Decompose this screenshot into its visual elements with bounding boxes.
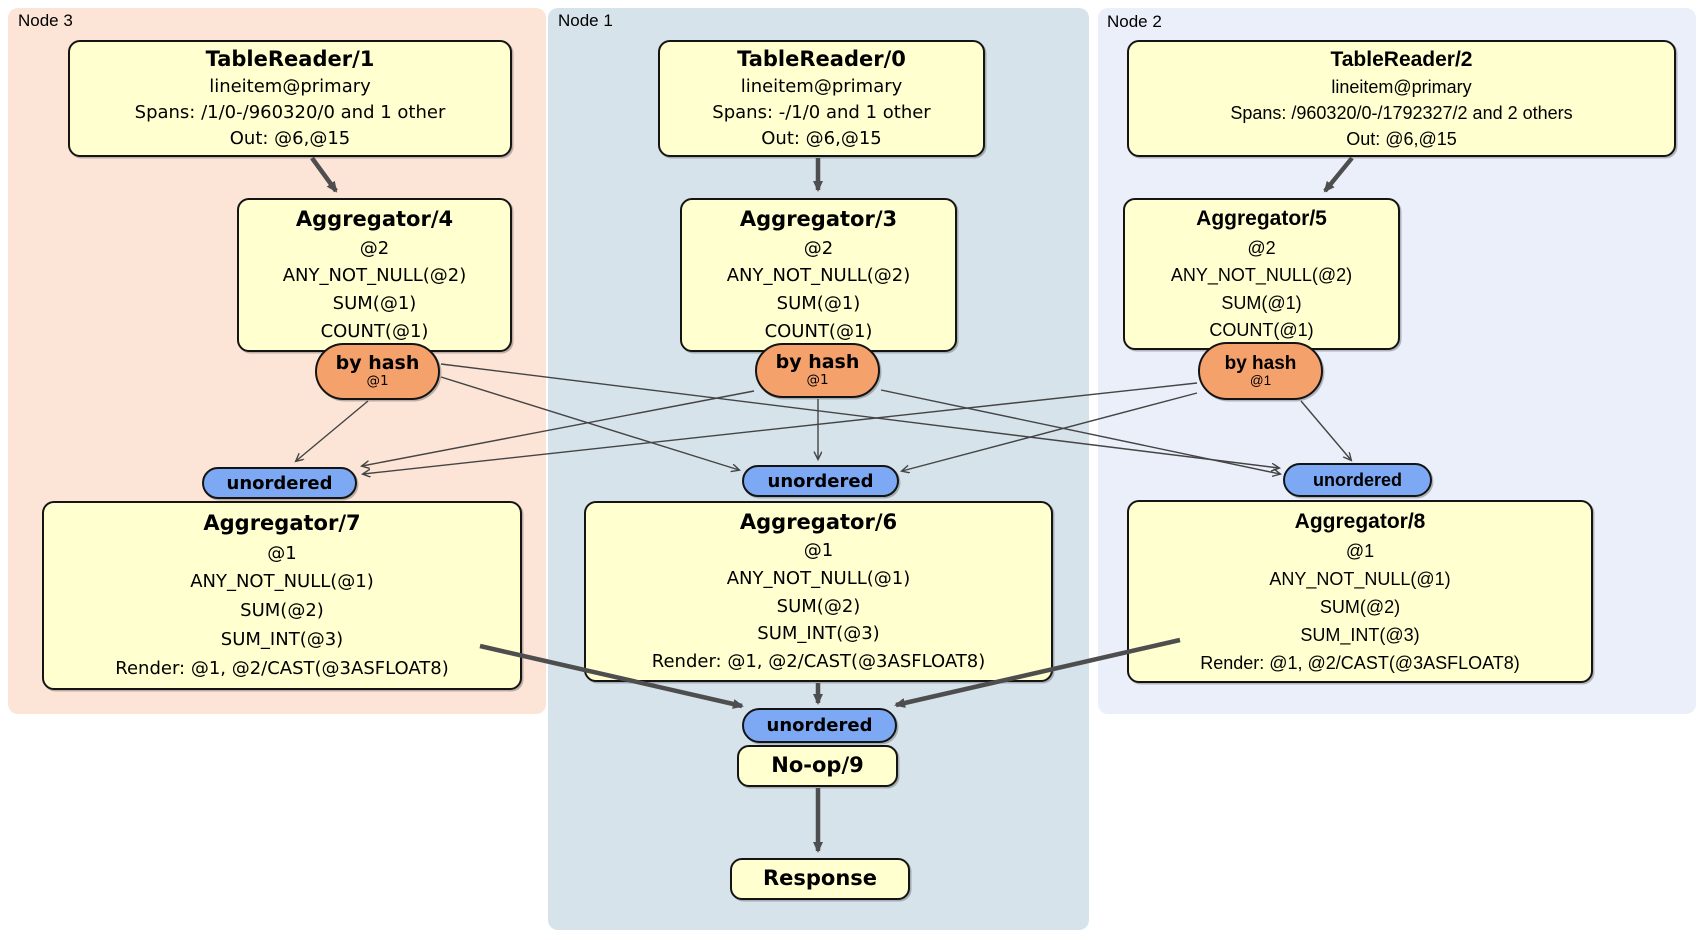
processor-row: SUM(@1) — [776, 293, 861, 315]
processor-box-noop-9: No-op/9 — [737, 745, 898, 787]
node3-label: Node 3 — [18, 11, 73, 30]
processor-title: Aggregator/8 — [1294, 509, 1426, 533]
router-label: by hash — [1224, 352, 1297, 374]
processor-title: Aggregator/7 — [203, 510, 361, 535]
processor-row: ANY_NOT_NULL(@2) — [726, 265, 911, 287]
processor-title: TableReader/1 — [205, 46, 375, 71]
processor-row: @1 — [1345, 540, 1375, 561]
processor-row: SUM(@2) — [1319, 596, 1401, 617]
processor-row: lineitem@primary — [740, 75, 903, 97]
processor-box-aggregator-4: Aggregator/4 @2 ANY_NOT_NULL(@2) SUM(@1)… — [237, 198, 512, 352]
router-label: by hash — [335, 352, 420, 375]
response-title: Response — [762, 866, 878, 891]
processor-row: COUNT(@1) — [764, 321, 873, 343]
processor-title: TableReader/2 — [1330, 47, 1473, 71]
processor-box-tablereader-0: TableReader/0 lineitem@primary Spans: -/… — [658, 40, 985, 157]
processor-title: Aggregator/3 — [739, 206, 898, 231]
processor-box-tablereader-2: TableReader/2 lineitem@primary Spans: /9… — [1127, 40, 1676, 157]
processor-box-aggregator-7: Aggregator/7 @1 ANY_NOT_NULL(@1) SUM(@2)… — [42, 501, 522, 690]
router-label: by hash — [775, 351, 860, 374]
processor-row: ANY_NOT_NULL(@2) — [282, 265, 467, 287]
unordered-sync-node3: unordered — [202, 467, 357, 499]
processor-row: Spans: /1/0-/960320/0 and 1 other — [134, 101, 446, 123]
processor-title: Aggregator/6 — [739, 509, 898, 534]
processor-title: No-op/9 — [771, 753, 864, 778]
response-box: Response — [730, 858, 910, 900]
processor-row: ANY_NOT_NULL(@2) — [1170, 265, 1353, 286]
processor-row: SUM_INT(@3) — [757, 623, 880, 645]
hash-router-node2: by hash @1 — [1198, 342, 1323, 400]
processor-row: SUM(@1) — [1221, 292, 1302, 313]
unordered-sync-final: unordered — [742, 708, 897, 743]
processor-row: Out: @6,@15 — [761, 127, 882, 149]
hash-router-node3: by hash @1 — [315, 343, 440, 400]
processor-row: @2 — [803, 237, 834, 259]
processor-row: SUM(@2) — [240, 600, 324, 622]
processor-row: Render: @1, @2/CAST(@3ASFLOAT8) — [651, 651, 986, 673]
node1-label: Node 1 — [558, 11, 613, 30]
processor-row: Spans: -/1/0 and 1 other — [712, 101, 931, 123]
unordered-sync-node2: unordered — [1283, 463, 1432, 497]
processor-row: ANY_NOT_NULL(@1) — [726, 567, 911, 589]
processor-box-aggregator-5: Aggregator/5 @2 ANY_NOT_NULL(@2) SUM(@1)… — [1123, 198, 1400, 350]
processor-row: lineitem@primary — [209, 75, 371, 97]
processor-row: @1 — [803, 540, 834, 562]
router-detail: @1 — [1249, 372, 1272, 388]
processor-row: SUM_INT(@3) — [220, 629, 344, 651]
processor-row: @1 — [267, 542, 297, 564]
processor-row: Render: @1, @2/CAST(@3ASFLOAT8) — [115, 658, 449, 680]
processor-row: SUM(@1) — [332, 293, 417, 315]
processor-row: Out: @6,@15 — [229, 127, 351, 149]
processor-row: Out: @6,@15 — [1346, 128, 1457, 149]
processor-title: TableReader/0 — [737, 46, 906, 71]
processor-row: @2 — [1247, 237, 1276, 258]
processor-box-aggregator-8: Aggregator/8 @1 ANY_NOT_NULL(@1) SUM(@2)… — [1127, 500, 1593, 683]
hash-router-node1: by hash @1 — [755, 343, 880, 398]
router-detail: @1 — [806, 372, 829, 389]
processor-title: Aggregator/4 — [295, 206, 454, 231]
processor-row: ANY_NOT_NULL(@1) — [190, 571, 374, 593]
processor-title: Aggregator/5 — [1196, 207, 1327, 231]
processor-row: @2 — [359, 237, 390, 259]
processor-box-aggregator-3: Aggregator/3 @2 ANY_NOT_NULL(@2) SUM(@1)… — [680, 198, 957, 352]
processor-row: COUNT(@1) — [320, 321, 429, 343]
processor-row: SUM(@2) — [776, 595, 861, 617]
processor-row: Render: @1, @2/CAST(@3ASFLOAT8) — [1200, 652, 1520, 673]
node2-label: Node 2 — [1107, 12, 1162, 31]
processor-row: COUNT(@1) — [1209, 320, 1314, 341]
processor-box-aggregator-6: Aggregator/6 @1 ANY_NOT_NULL(@1) SUM(@2)… — [584, 501, 1053, 682]
processor-row: lineitem@primary — [1331, 76, 1472, 97]
processor-box-tablereader-1: TableReader/1 lineitem@primary Spans: /1… — [68, 40, 512, 157]
processor-row: ANY_NOT_NULL(@1) — [1269, 568, 1451, 589]
processor-row: SUM_INT(@3) — [1300, 624, 1420, 645]
router-detail: @1 — [366, 373, 389, 390]
unordered-sync-node1: unordered — [742, 465, 899, 497]
processor-row: Spans: /960320/0-/1792327/2 and 2 others — [1230, 102, 1573, 123]
